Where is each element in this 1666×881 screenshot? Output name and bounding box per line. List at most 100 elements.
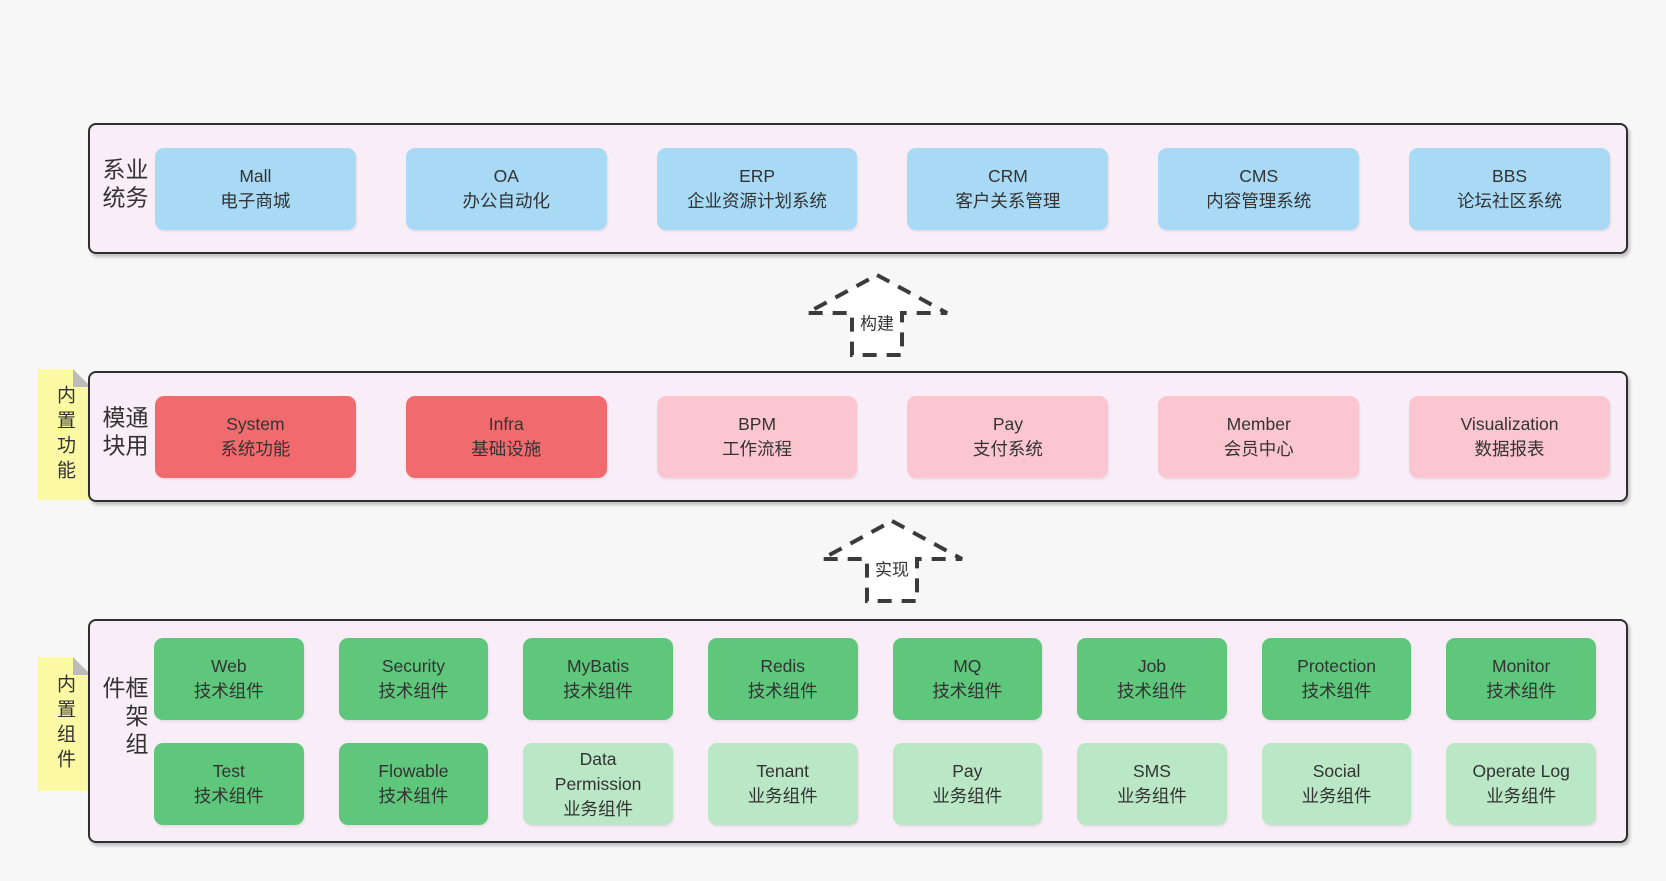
panel-business-title: 业务系统	[99, 156, 148, 213]
box-name: Infra	[488, 414, 524, 434]
pay-box: Pay 支付系统	[907, 396, 1109, 478]
box-label: 企业资源计划系统	[687, 191, 828, 211]
box-label: 技术组件	[193, 681, 264, 701]
box-label: 技术组件	[193, 786, 264, 806]
box-label: 业务组件	[747, 786, 818, 806]
box-name: Operate Log	[1472, 761, 1570, 781]
pay-box: Pay 业务组件	[892, 743, 1043, 825]
job-box: Job 技术组件	[1077, 638, 1227, 720]
box-label: 业务组件	[1486, 786, 1557, 806]
box-label: 工作流程	[722, 439, 793, 459]
security-box: Security 技术组件	[338, 638, 489, 720]
box-label: 会员中心	[1223, 439, 1294, 459]
box-label: 基础设施	[471, 439, 542, 459]
social-box: Social 业务组件	[1261, 743, 1412, 825]
member-box: Member 会员中心	[1158, 396, 1360, 478]
panel-modules-title: 通用模块	[99, 404, 148, 461]
box-label: 数据报表	[1474, 439, 1545, 459]
box-name: System	[226, 414, 285, 434]
box-name: CRM	[987, 166, 1028, 186]
data-permission-box: Data Permission 业务组件	[523, 743, 673, 825]
box-name: Mall	[239, 166, 272, 186]
test-box: Test 技术组件	[154, 743, 304, 825]
box-name: MQ	[953, 656, 982, 676]
infra-box: Infra 基础设施	[405, 396, 607, 478]
box-label: 技术组件	[378, 786, 449, 806]
box-label: 技术组件	[1301, 681, 1372, 701]
box-label: 系统功能	[220, 439, 291, 459]
implement-arrow-label: 实现	[872, 555, 912, 581]
box-label: 内容管理系统	[1206, 191, 1312, 211]
box-name: Web	[210, 656, 247, 676]
box-label: 业务组件	[563, 798, 634, 819]
box-label: 技术组件	[747, 681, 818, 701]
box-name: Data Permission	[554, 748, 642, 794]
box-name: Visualization	[1460, 414, 1559, 434]
business-box-row: Mall 电子商城 OA 办公自动化 ERP 企业资源计划系统 CRM 客户关系管理 CMS 内容…	[155, 148, 1610, 230]
box-name: MyBatis	[566, 656, 630, 676]
box-label: 业务组件	[1301, 786, 1372, 806]
box-name: Protection	[1297, 656, 1376, 676]
crm-box: CRM 客户关系管理	[907, 148, 1109, 230]
box-name: OA	[493, 166, 519, 186]
box-label: 技术组件	[378, 681, 449, 701]
box-name: Security	[381, 656, 446, 676]
system-box: System 系统功能	[155, 396, 356, 478]
box-name: BPM	[738, 414, 777, 434]
box-label: 技术组件	[563, 681, 634, 701]
build-arrow-label: 构建	[857, 309, 897, 335]
build-arrow: 构建	[802, 270, 952, 360]
box-label: 技术组件	[1116, 681, 1187, 701]
box-label: 支付系统	[972, 439, 1043, 459]
panel-common-modules: 通用模块 System 系统功能 Infra 基础设施 BPM 工作流程 Pay 支付系统 Me…	[88, 371, 1628, 502]
builtin-feature-tab: 内置功能	[38, 369, 91, 500]
box-name: Tenant	[756, 761, 809, 781]
box-label: 技术组件	[932, 681, 1003, 701]
box-name: Redis	[760, 656, 806, 676]
box-label: 论坛社区系统	[1457, 191, 1563, 211]
cms-box: CMS 内容管理系统	[1158, 148, 1360, 230]
monitor-box: Monitor 技术组件	[1446, 638, 1596, 720]
box-label: 客户关系管理	[955, 191, 1061, 211]
mybatis-box: MyBatis 技术组件	[523, 638, 673, 720]
sms-box: SMS 业务组件	[1077, 743, 1227, 825]
erp-box: ERP 企业资源计划系统	[656, 148, 858, 230]
box-label: 业务组件	[932, 786, 1003, 806]
box-name: Pay	[992, 414, 1023, 434]
implement-arrow: 实现	[817, 516, 967, 606]
box-name: Member	[1226, 414, 1291, 434]
web-box: Web 技术组件	[154, 638, 304, 720]
box-label: 电子商城	[220, 191, 291, 211]
bbs-box: BBS 论坛社区系统	[1409, 148, 1610, 230]
builtin-component-tab-label: 内置组件	[54, 674, 75, 774]
box-name: Monitor	[1492, 656, 1551, 676]
builtin-component-tab: 内置组件	[38, 657, 91, 791]
box-name: BBS	[1492, 166, 1528, 186]
mq-box: MQ 技术组件	[892, 638, 1043, 720]
tenant-box: Tenant 业务组件	[707, 743, 858, 825]
builtin-feature-tab-label: 内置功能	[54, 384, 75, 485]
box-name: Social	[1312, 761, 1361, 781]
box-name: Flowable	[378, 761, 449, 781]
redis-box: Redis 技术组件	[707, 638, 858, 720]
box-name: Job	[1137, 656, 1167, 676]
box-name: CMS	[1239, 166, 1279, 186]
modules-box-row: System 系统功能 Infra 基础设施 BPM 工作流程 Pay 支付系统 Member 会…	[155, 396, 1610, 478]
box-label: 办公自动化	[462, 191, 550, 211]
bpm-box: BPM 工作流程	[656, 396, 858, 478]
box-name: Test	[212, 761, 245, 781]
box-name: SMS	[1132, 761, 1171, 781]
box-label: 业务组件	[1116, 786, 1187, 806]
protection-box: Protection 技术组件	[1261, 638, 1412, 720]
operate-log-box: Operate Log 业务组件	[1446, 743, 1596, 825]
flowable-box: Flowable 技术组件	[338, 743, 489, 825]
box-name: ERP	[739, 166, 776, 186]
panel-components-title: 框架组件	[99, 676, 148, 760]
box-name: Pay	[952, 761, 983, 781]
box-label: 技术组件	[1486, 681, 1557, 701]
mall-box: Mall 电子商城	[155, 148, 356, 230]
